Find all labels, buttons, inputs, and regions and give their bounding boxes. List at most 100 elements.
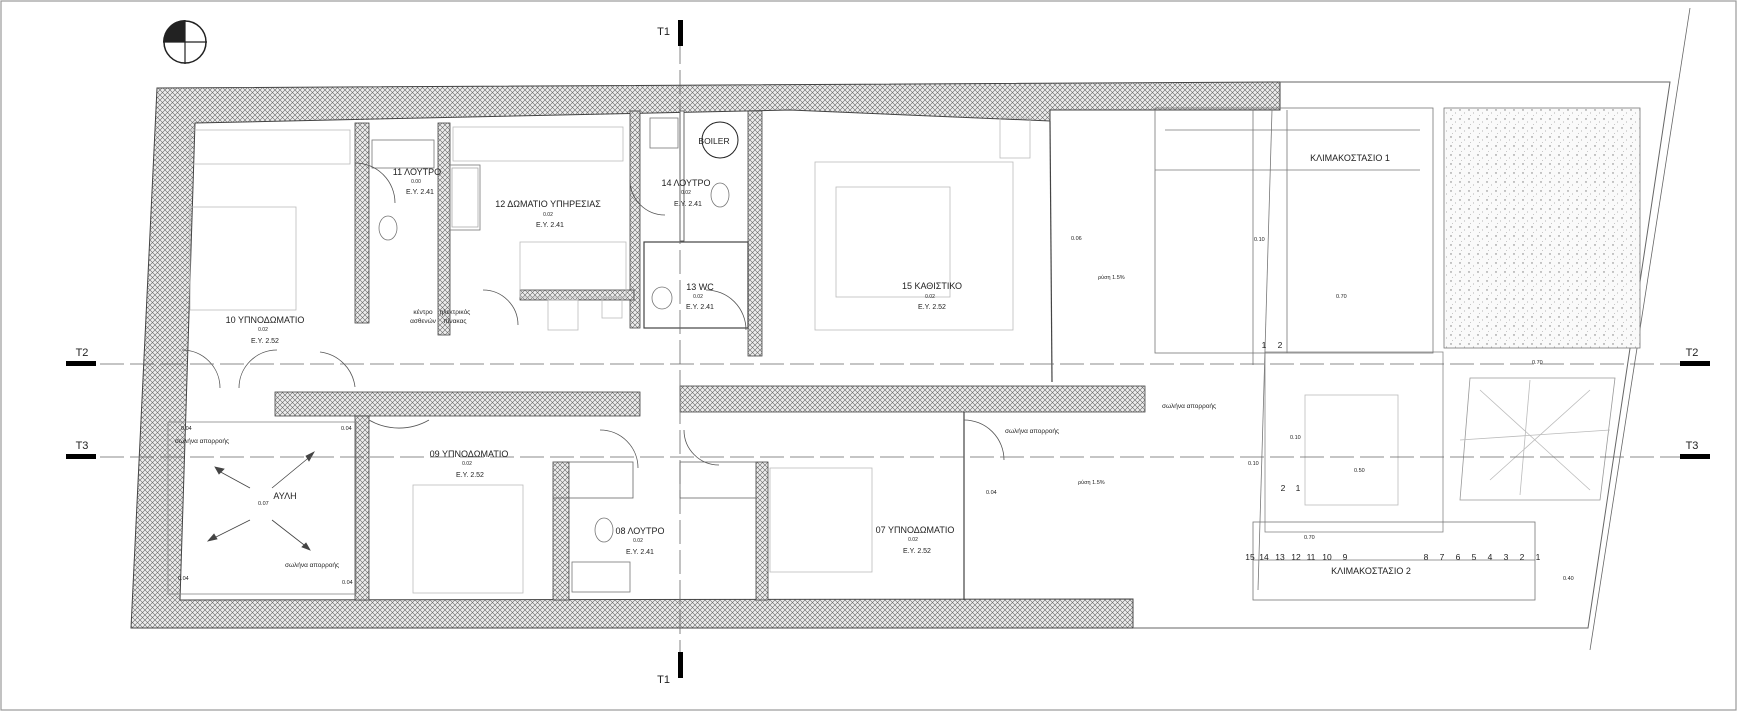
level-mark: 0.70 <box>1304 535 1315 541</box>
outer-walls <box>130 81 1281 629</box>
room-level: 0.02 <box>633 538 643 544</box>
stair-step-number: 15 <box>1245 552 1255 562</box>
stair-step-number: 2 <box>1281 483 1286 493</box>
level-mark: 0.10 <box>1254 237 1265 243</box>
section-marker-icon <box>678 20 683 46</box>
level-mark: 0.70 <box>1336 294 1347 300</box>
door-swing-icon <box>368 419 430 429</box>
level-mark: 0.07 <box>258 501 269 507</box>
room-name: 15 ΚΑΘΙΣΤΙΚΟ <box>902 281 962 291</box>
toilet-icon <box>710 182 730 208</box>
north-arrow-icon <box>163 20 207 64</box>
stair-step-number: 2 <box>1520 552 1525 562</box>
section-label-t3: T3 <box>76 440 89 452</box>
toilet-icon <box>651 286 673 310</box>
level-mark: 0.70 <box>1532 360 1543 366</box>
door-swing-icon <box>354 162 396 204</box>
room-level: 0.02 <box>693 294 703 300</box>
door-swing-icon <box>599 429 639 469</box>
door-swing-icon <box>238 349 278 389</box>
level-mark: 0.04 <box>178 576 189 582</box>
note-text: πίνακας <box>444 317 467 325</box>
room-height: Ε.Υ. 2.41 <box>536 222 564 229</box>
room-name: 14 ΛΟΥΤΡΟ <box>661 178 710 188</box>
level-mark: 0.40 <box>1563 576 1574 582</box>
door-swing-icon <box>629 179 666 216</box>
coffee-table <box>835 186 951 298</box>
room-height: Ε.Υ. 2.41 <box>626 549 654 556</box>
door-swing-icon <box>482 289 519 326</box>
room-level: 0.00 <box>411 179 421 185</box>
slope-note: ρύση 1.5% <box>1078 479 1105 486</box>
note-text: ηλεκτρικός <box>440 308 471 316</box>
level-mark: 0.50 <box>1354 468 1365 474</box>
level-mark: 0.06 <box>1071 236 1082 242</box>
boiler-icon <box>701 121 739 159</box>
room-height: Ε.Υ. 2.41 <box>686 304 714 311</box>
drain-note: σωλήνα απορροής <box>175 438 229 445</box>
boiler-label: BOILER <box>698 136 729 146</box>
note-text: ασθενών <box>410 317 436 325</box>
staircase-1-label: ΚΛΙΜΑΚΟΣΤΑΣΙΟ 1 <box>1310 153 1390 163</box>
section-lines <box>70 40 1708 670</box>
door-swing-icon <box>319 351 356 388</box>
room-height: Ε.Υ. 2.52 <box>903 548 931 555</box>
room-name: 13 WC <box>686 282 714 292</box>
section-label-t3: T3 <box>1686 440 1699 452</box>
level-mark: 0.04 <box>181 426 192 432</box>
stair-step-number: 12 <box>1291 552 1301 562</box>
room-level: 0.02 <box>908 537 918 543</box>
stair-step-number: 2 <box>1278 340 1283 350</box>
sink-icon <box>649 117 679 149</box>
room-height: Ε.Υ. 2.41 <box>406 189 434 196</box>
section-marker-icon <box>1680 361 1710 366</box>
level-mark: 0.10 <box>1290 435 1301 441</box>
stair-step-number: 1 <box>1536 552 1541 562</box>
section-label-t2: T2 <box>1686 347 1699 359</box>
staircase-1 <box>1154 107 1434 591</box>
stair-step-number: 9 <box>1343 552 1348 562</box>
drain-note: σωλήνα απορροής <box>285 562 339 569</box>
door-swing-icon <box>683 429 720 466</box>
door-swing-icon <box>963 419 1005 461</box>
room-height: Ε.Υ. 2.52 <box>918 304 946 311</box>
room-height: Ε.Υ. 2.52 <box>251 338 279 345</box>
drain-note: σωλήνα απορροής <box>1162 403 1216 410</box>
desk-room-12 <box>519 241 627 298</box>
bed-room-09 <box>412 484 524 594</box>
stair-step-number: 7 <box>1440 552 1445 562</box>
level-mark: 0.04 <box>342 580 353 586</box>
room-name: 11 ΛΟΥΤΡΟ <box>393 167 441 177</box>
toilet-icon <box>378 215 398 241</box>
room-level: 0.02 <box>543 212 553 218</box>
sink-icon <box>371 139 435 169</box>
room-name: 08 ΛΟΥΤΡΟ <box>615 526 664 536</box>
room-level: 0.02 <box>258 327 268 333</box>
level-mark: 0.10 <box>1248 461 1259 467</box>
room-name: 07 ΥΠΝΟΔΩΜΑΤΙΟ <box>876 525 955 535</box>
room-height: Ε.Υ. 2.52 <box>456 472 484 479</box>
section-label-t1: T1 <box>657 26 670 38</box>
wardrobe-room-12 <box>452 126 624 162</box>
wardrobe-room-10 <box>189 129 351 165</box>
room-name: 12 ΔΩΜΑΤΙΟ ΥΠΗΡΕΣΙΑΣ <box>495 199 601 209</box>
staircase-2-label: ΚΛΙΜΑΚΟΣΤΑΣΙΟ 2 <box>1331 566 1411 576</box>
level-mark: 0.04 <box>341 426 352 432</box>
room-level: 0.02 <box>681 190 691 196</box>
section-marker-icon <box>66 454 96 459</box>
section-label-t1: T1 <box>657 674 670 686</box>
level-marks: 0.04 0.04 0.07 0.04 0.04 0.06 0.10 0.70 … <box>178 236 1574 586</box>
stair-step-number: 3 <box>1504 552 1509 562</box>
level-mark: 0.04 <box>986 490 997 496</box>
toilet-icon <box>594 517 614 543</box>
stair-step-number: 6 <box>1456 552 1461 562</box>
shower-icon <box>449 164 481 231</box>
stair-step-number: 1 <box>1262 340 1267 350</box>
courtyard-label: ΑΥΛΗ <box>273 491 296 501</box>
courtyard-drain-arrows <box>206 451 315 551</box>
